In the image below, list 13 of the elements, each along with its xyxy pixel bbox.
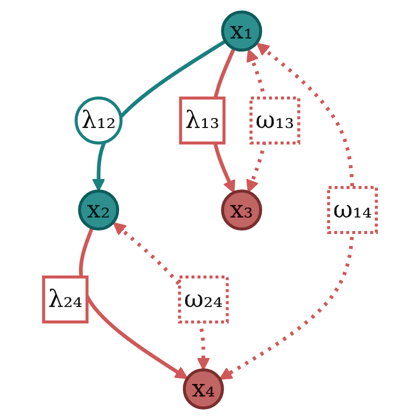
edge-label: λ₂₄ <box>48 284 83 313</box>
arrow <box>92 40 226 192</box>
arrow <box>219 42 354 380</box>
edge-label: λ₁₂ <box>81 106 116 134</box>
node-circle: x₁ <box>221 10 262 52</box>
edge-label: ω₁₃ <box>256 106 294 134</box>
edge-label: ω₁₄ <box>333 195 372 224</box>
arrow <box>79 227 188 380</box>
node-circle: x₄ <box>182 368 224 410</box>
edge-label: λ₁₃ <box>185 106 220 134</box>
node-circle: x₂ <box>78 189 120 231</box>
node-circle: x₃ <box>221 189 262 231</box>
edge-label: ω₂₄ <box>184 284 223 313</box>
